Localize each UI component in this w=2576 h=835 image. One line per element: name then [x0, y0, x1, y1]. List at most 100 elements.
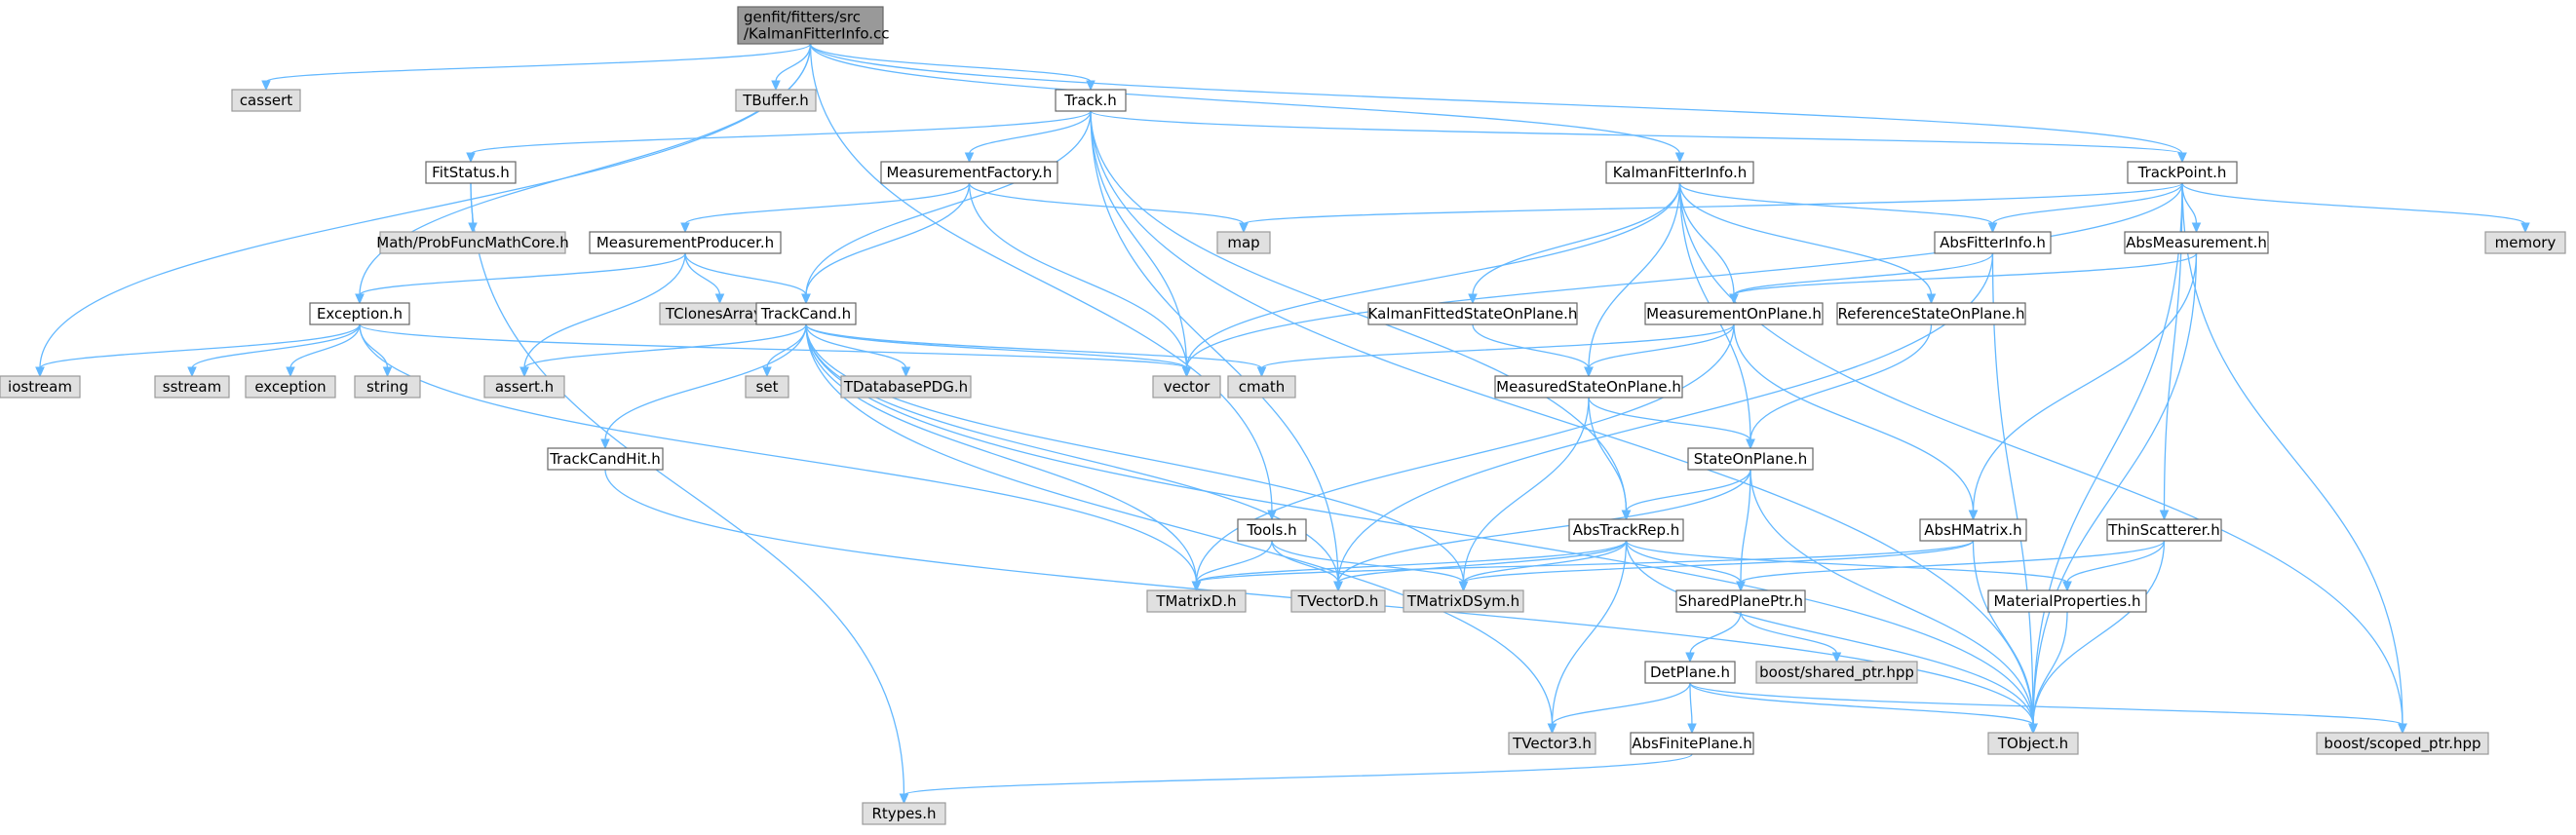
edge-TrackCand-to-TDatabasePDG — [805, 323, 907, 369]
arrowhead-Exception-to-exception — [286, 366, 295, 378]
edge-MaterialProperties-to-TObject — [2032, 611, 2068, 726]
node-MeasurementOnPlane[interactable]: MeasurementOnPlane.h — [1644, 302, 1824, 325]
edge-TrackPoint-to-vector — [1185, 182, 2183, 369]
node-ReferenceStateOnPlane[interactable]: ReferenceStateOnPlane.h — [1836, 302, 2026, 325]
node-MeasuredStateOnPlane[interactable]: MeasuredStateOnPlane.h — [1494, 375, 1683, 399]
arrowhead-DetPlane-to-boost_scoped — [2398, 723, 2407, 735]
edge-TrackPoint-to-AbsFitterInfo — [1991, 182, 2183, 225]
node-label-ThinScatterer: ThinScatterer.h — [2107, 521, 2219, 539]
edge-Exception-to-sstream — [191, 323, 361, 369]
node-StateOnPlane[interactable]: StateOnPlane.h — [1687, 447, 1814, 471]
arrowhead-TrackPoint-to-AbsMeasurement — [2191, 222, 2202, 234]
node-TrackPoint[interactable]: TrackPoint.h — [2127, 161, 2238, 184]
node-AbsTrackRep[interactable]: AbsTrackRep.h — [1568, 518, 1684, 542]
node-box-ThinScatterer — [2106, 518, 2222, 542]
node-box-KalmanFitterInfo — [1605, 161, 1754, 184]
node-box-TrackCandHit — [547, 447, 664, 471]
node-box-AbsTrackRep — [1568, 518, 1684, 542]
edge-AbsTrackRep-to-TVector3 — [1551, 540, 1628, 726]
edge-root-to-cassert — [265, 43, 812, 83]
node-FitStatus[interactable]: FitStatus.h — [425, 161, 517, 184]
edge-MeasuredStateOnPlane-to-StateOnPlane — [1588, 397, 1751, 441]
node-label-AbsTrackRep: AbsTrackRep.h — [1573, 521, 1680, 539]
arrowhead-Exception-to-string — [382, 366, 393, 378]
node-TrackCand[interactable]: TrackCand.h — [755, 302, 857, 325]
edge-root-to-KalmanFitterInfo — [809, 43, 1681, 155]
node-label-TMatrixD: TMatrixD.h — [1155, 592, 1236, 610]
node-ThinScatterer[interactable]: ThinScatterer.h — [2106, 518, 2222, 542]
arrowhead-ThinScatterer-to-SharedPlanePtr — [1736, 581, 1746, 592]
edge-Exception-to-TMatrixD — [359, 323, 1198, 584]
node-box-Track — [1055, 89, 1127, 112]
node-label-StateOnPlane: StateOnPlane.h — [1694, 450, 1807, 468]
node-box-cmath — [1227, 375, 1296, 399]
node-label-MeasurementFactory: MeasurementFactory.h — [887, 164, 1053, 181]
node-AbsFitterInfo[interactable]: AbsFitterInfo.h — [1934, 231, 2052, 254]
node-AbsFinitePlane[interactable]: AbsFinitePlane.h — [1630, 732, 1754, 755]
node-box-KalmanFittedStateOnPlane — [1367, 302, 1578, 325]
node-TMatrixD: TMatrixD.h — [1146, 589, 1247, 613]
edge-TrackCand-to-TVectorD — [805, 323, 1339, 584]
node-label-TrackCandHit: TrackCandHit.h — [549, 450, 661, 468]
node-box-AbsFitterInfo — [1934, 231, 2052, 254]
node-box-sstream — [154, 375, 230, 399]
edge-DetPlane-to-TVector3 — [1551, 682, 1691, 726]
node-AbsHMatrix[interactable]: AbsHMatrix.h — [1919, 518, 2027, 542]
arrowhead-root-to-cassert — [261, 80, 271, 92]
node-SharedPlanePtr[interactable]: SharedPlanePtr.h — [1675, 589, 1806, 613]
node-TObject: TObject.h — [1987, 732, 2079, 755]
node-vector: vector — [1152, 375, 1221, 399]
edge-MeasurementProducer-to-TrackCand — [684, 252, 807, 296]
node-box-root — [737, 6, 884, 45]
node-label-TDatabasePDG: TDatabasePDG.h — [843, 378, 968, 396]
node-AbsMeasurement[interactable]: AbsMeasurement.h — [2124, 231, 2269, 254]
edge-TrackCand-to-TObject — [805, 323, 2034, 726]
edge-TrackCand-to-assert — [523, 323, 807, 369]
edge-Track-to-TObject — [1090, 110, 2034, 726]
node-label-MeasurementProducer: MeasurementProducer.h — [596, 234, 774, 251]
node-label-TBuffer: TBuffer.h — [742, 92, 809, 109]
node-label-Exception: Exception.h — [317, 305, 403, 323]
edge-MeasurementOnPlane-to-cmath — [1260, 323, 1735, 369]
edge-MeasuredStateOnPlane-to-TMatrixDSym — [1462, 397, 1590, 584]
node-label-MeasurementOnPlane: MeasurementOnPlane.h — [1646, 305, 1822, 323]
node-TrackCandHit[interactable]: TrackCandHit.h — [547, 447, 664, 471]
edge-KalmanFittedStateOnPlane-to-MeasuredStateOnPlane — [1472, 323, 1590, 369]
node-DetPlane[interactable]: DetPlane.h — [1644, 661, 1736, 684]
arrowhead-Exception-to-sstream — [187, 366, 197, 378]
edge-KalmanFitterInfo-to-MeasurementOnPlane — [1678, 182, 1735, 296]
node-MaterialProperties[interactable]: MaterialProperties.h — [1987, 589, 2147, 613]
node-label-memory: memory — [2495, 234, 2557, 251]
edge-StateOnPlane-to-TObject — [1749, 469, 2034, 726]
node-map: map — [1216, 231, 1271, 254]
arrowhead-ThinScatterer-to-MaterialProperties — [2062, 581, 2072, 592]
arrowhead-Track-to-TrackPoint — [2177, 152, 2187, 164]
edge-Track-to-MeasurementFactory — [968, 110, 1092, 155]
node-box-TBuffer — [735, 89, 817, 112]
node-label-sstream: sstream — [163, 378, 221, 396]
node-MeasurementFactory[interactable]: MeasurementFactory.h — [880, 161, 1058, 184]
edge-TrackCand-to-vector — [805, 323, 1188, 369]
node-KalmanFitterInfo[interactable]: KalmanFitterInfo.h — [1605, 161, 1754, 184]
node-box-TrackCand — [755, 302, 857, 325]
edge-Exception-to-exception — [289, 323, 361, 369]
node-TVectorD: TVectorD.h — [1290, 589, 1386, 613]
node-Tools[interactable]: Tools.h — [1237, 518, 1307, 542]
edge-TrackPoint-to-memory — [2181, 182, 2526, 225]
node-Exception[interactable]: Exception.h — [309, 302, 410, 325]
node-Track[interactable]: Track.h — [1055, 89, 1127, 112]
node-KalmanFittedStateOnPlane[interactable]: KalmanFittedStateOnPlane.h — [1367, 302, 1578, 325]
edge-AbsTrackRep-to-TVectorD — [1337, 540, 1628, 584]
node-label-MeasuredStateOnPlane: MeasuredStateOnPlane.h — [1496, 378, 1681, 396]
edge-TrackCand-to-TrackCandHit — [604, 323, 807, 441]
edge-Track-to-AbsTrackRep — [1090, 110, 1628, 512]
edge-MeasurementProducer-to-Exception — [359, 252, 686, 296]
node-root[interactable]: genfit/fitters/src/KalmanFitterInfo.cc — [737, 6, 890, 45]
edge-DetPlane-to-boost_scoped — [1689, 682, 2403, 726]
edge-MeasurementOnPlane-to-TMatrixD — [1195, 323, 1735, 584]
node-label-exception: exception — [254, 378, 326, 396]
arrowhead-TrackPoint-to-AbsFitterInfo — [1987, 222, 1998, 234]
node-MeasurementProducer[interactable]: MeasurementProducer.h — [589, 231, 782, 254]
edge-MeasurementFactory-to-TrackCand — [805, 182, 971, 296]
